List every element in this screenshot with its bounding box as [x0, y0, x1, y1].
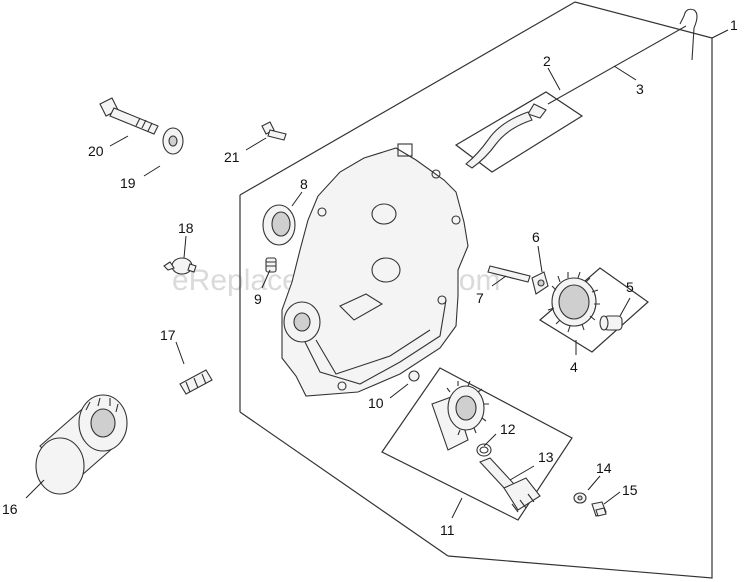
- dipstick-subframe: [454, 91, 584, 173]
- leader-10: [389, 383, 409, 399]
- leader-19: [143, 165, 161, 177]
- callout-9[interactable]: 9: [254, 291, 262, 307]
- callout-21[interactable]: 21: [224, 149, 240, 165]
- callout-5[interactable]: 5: [626, 279, 634, 295]
- gear-cover-housing: [281, 143, 469, 397]
- part-8-oil-seal: [262, 204, 296, 246]
- callout-14[interactable]: 14: [596, 460, 612, 476]
- leader-15: [603, 491, 621, 505]
- part-10-check-ball: [408, 370, 420, 382]
- part-13-oil-pickup: [479, 457, 541, 513]
- leader-21: [245, 137, 267, 151]
- callout-6[interactable]: 6: [532, 229, 540, 245]
- leader-2: [547, 67, 561, 91]
- leader-5: [619, 297, 631, 317]
- part-16-oil-filter: [35, 394, 128, 495]
- part-21-screw: [261, 121, 287, 141]
- callout-8[interactable]: 8: [300, 176, 308, 192]
- callout-13[interactable]: 13: [538, 449, 554, 465]
- callout-1[interactable]: 1: [730, 17, 738, 33]
- leader-8: [291, 191, 303, 207]
- leader-9: [261, 269, 271, 289]
- leader-16: [25, 479, 45, 499]
- leader-lines: [25, 29, 729, 519]
- leader-7: [491, 275, 507, 287]
- callout-4[interactable]: 4: [570, 359, 578, 375]
- part-2-dipstick: [465, 25, 687, 169]
- oil-pump-subframe: [381, 367, 573, 521]
- leader-13: [509, 465, 535, 481]
- part-15-screw: [591, 501, 607, 517]
- callout-20[interactable]: 20: [88, 143, 104, 159]
- leader-11: [451, 497, 463, 519]
- callout-3[interactable]: 3: [636, 81, 644, 97]
- part-6-clip: [531, 271, 549, 295]
- part-12-o-ring: [476, 443, 492, 457]
- leader-12: [483, 433, 497, 447]
- callout-17[interactable]: 17: [160, 327, 176, 343]
- callout-labels: 1 2 3 4 5 6 7 8 9 10 11 12 13 14 15 16 1…: [2, 17, 738, 538]
- main-assembly-frame-bottom: [239, 411, 449, 557]
- part-14-washer: [573, 492, 587, 504]
- callout-12[interactable]: 12: [500, 421, 516, 437]
- leader-6: [537, 245, 543, 273]
- part-7-shaft: [487, 265, 531, 283]
- callout-7[interactable]: 7: [476, 290, 484, 306]
- part-20-bolt: [99, 97, 159, 135]
- part-5-gear-pin: [599, 315, 623, 331]
- callout-2[interactable]: 2: [543, 53, 551, 69]
- leader-14: [587, 475, 601, 491]
- part-17-filter-nipple: [179, 369, 213, 395]
- callout-16[interactable]: 16: [2, 501, 18, 517]
- part-18-oil-sensor: [163, 257, 197, 275]
- part-1-dipstick-tube: [679, 8, 698, 61]
- leader-20: [109, 135, 129, 147]
- leader-3: [613, 65, 637, 81]
- part-11-oil-pump: [431, 380, 489, 451]
- leader-18: [183, 235, 187, 259]
- callout-18[interactable]: 18: [178, 220, 194, 236]
- part-9-breather: [265, 257, 277, 273]
- leader-17: [175, 341, 185, 365]
- callout-11[interactable]: 11: [440, 522, 455, 538]
- callout-10[interactable]: 10: [368, 395, 384, 411]
- callout-15[interactable]: 15: [622, 482, 638, 498]
- part-19-lock-washer: [162, 127, 184, 155]
- leader-1: [711, 29, 729, 39]
- part-4-gear: [547, 271, 600, 333]
- callout-19[interactable]: 19: [120, 175, 136, 191]
